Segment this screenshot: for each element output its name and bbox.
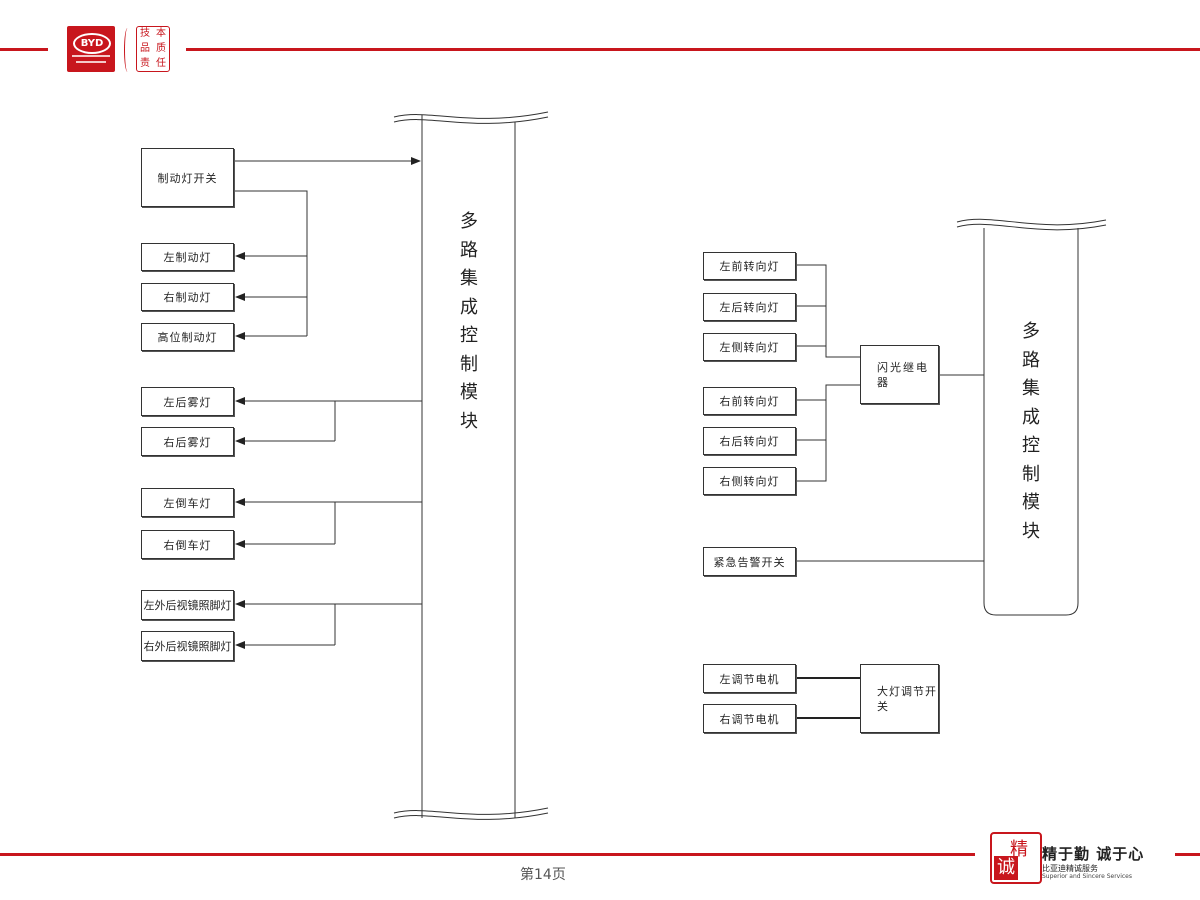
flasher-relay-box: 闪光继电器 bbox=[860, 345, 939, 404]
right-side-turn-box: 右侧转向灯 bbox=[703, 467, 796, 495]
right-front-turn-box: 右前转向灯 bbox=[703, 387, 796, 415]
footer-slogan-sub: 比亚迪精诚服务 bbox=[1042, 864, 1098, 873]
header-rule-left bbox=[0, 48, 48, 51]
logo-tagline-mark bbox=[72, 55, 110, 57]
left-module-label: 多路集成控制模块 bbox=[460, 211, 478, 432]
right-module-break-top-2 bbox=[956, 223, 1107, 231]
seal-char: 诚 bbox=[994, 856, 1018, 880]
right-module-break-top bbox=[956, 218, 1107, 226]
headlamp-adjust-switch-box: 大灯调节开关 bbox=[860, 664, 939, 733]
seal-char: 质 bbox=[156, 42, 166, 54]
header-divider bbox=[124, 28, 131, 72]
left-brake-light-box: 左制动灯 bbox=[141, 243, 234, 271]
seal-char: 技 bbox=[140, 28, 150, 40]
high-brake-light-box: 高位制动灯 bbox=[141, 323, 234, 351]
right-rear-turn-box: 右后转向灯 bbox=[703, 427, 796, 455]
footer-slogan-en: Superior and Sincere Services bbox=[1042, 873, 1132, 880]
left-turn-bus bbox=[796, 264, 860, 358]
page-number: 第14页 bbox=[520, 867, 566, 883]
seal-char: 任 bbox=[156, 57, 166, 69]
left-module-break-bottom-2 bbox=[393, 812, 549, 820]
hazard-switch-box: 紧急告警开关 bbox=[703, 547, 796, 576]
footer-slogan: 精于勤 诚于心 bbox=[1042, 845, 1145, 863]
right-turn-bus bbox=[796, 384, 860, 482]
right-module-outline bbox=[983, 228, 1079, 616]
right-module-label: 多路集成控制模块 bbox=[1022, 321, 1040, 542]
footer-rule-left bbox=[0, 853, 975, 856]
right-rear-fog-box: 右后雾灯 bbox=[141, 427, 234, 456]
seal-char: 精 bbox=[1010, 839, 1028, 860]
left-module-break-top-2 bbox=[393, 116, 549, 124]
brake-bus bbox=[233, 190, 308, 336]
seal-char: 责 bbox=[140, 57, 150, 69]
brake-light-switch-box: 制动灯开关 bbox=[141, 148, 234, 207]
seal-char: 品 bbox=[140, 42, 150, 54]
left-front-turn-box: 左前转向灯 bbox=[703, 252, 796, 280]
right-reverse-light-box: 右倒车灯 bbox=[141, 530, 234, 559]
logo-tagline-mark-2 bbox=[76, 61, 106, 63]
quality-seal: 技 本 品 质 责 任 bbox=[136, 26, 170, 72]
footer-rule-right bbox=[1175, 853, 1200, 856]
header-rule-right bbox=[186, 48, 1200, 51]
right-brake-light-box: 右制动灯 bbox=[141, 283, 234, 311]
left-module-break-bottom bbox=[393, 807, 549, 815]
left-module-break-top bbox=[393, 111, 549, 119]
right-adjust-motor-box: 右调节电机 bbox=[703, 704, 796, 733]
seal-char: 本 bbox=[156, 28, 166, 40]
right-mirror-lamp-box: 右外后视镜照脚灯 bbox=[141, 631, 234, 661]
left-reverse-light-box: 左倒车灯 bbox=[141, 488, 234, 517]
left-rear-turn-box: 左后转向灯 bbox=[703, 293, 796, 321]
byd-logo-text: BYD bbox=[73, 33, 111, 54]
jingcheng-seal: 精 诚 bbox=[990, 832, 1042, 884]
left-adjust-motor-box: 左调节电机 bbox=[703, 664, 796, 693]
left-rear-fog-box: 左后雾灯 bbox=[141, 387, 234, 416]
left-side-turn-box: 左侧转向灯 bbox=[703, 333, 796, 361]
byd-logo: BYD bbox=[67, 26, 115, 72]
left-mirror-lamp-box: 左外后视镜照脚灯 bbox=[141, 590, 234, 620]
